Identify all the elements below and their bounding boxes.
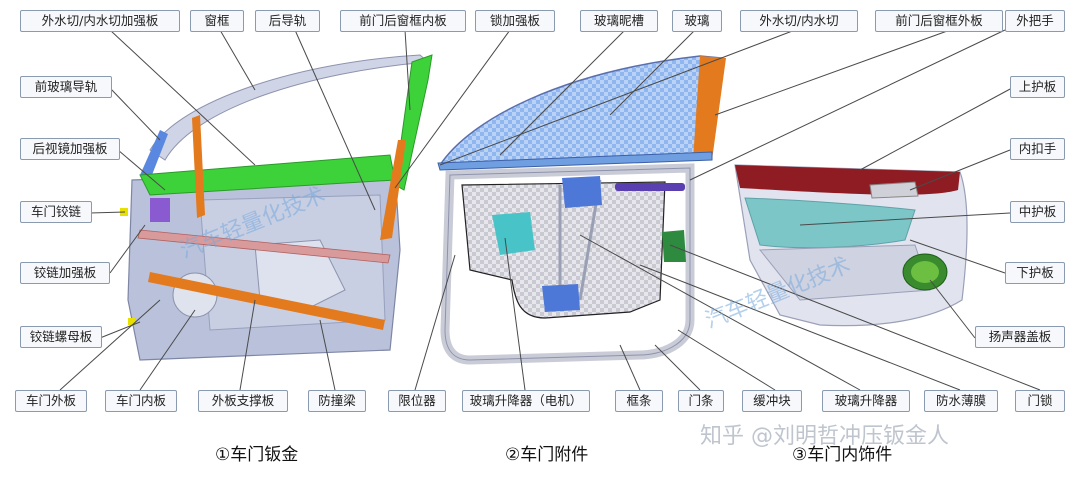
label-upper-trim: 上护板 xyxy=(1010,76,1065,98)
author-watermark: 知乎 @刘明哲冲压钣金人 xyxy=(700,424,949,449)
label-anti-collision-beam: 防撞梁 xyxy=(308,390,366,412)
label-lock-reinforcement: 锁加强板 xyxy=(475,10,555,32)
label-inner-handle: 内扣手 xyxy=(1010,138,1065,160)
label-door-lock: 门锁 xyxy=(1015,390,1065,412)
door-accessories-illustration xyxy=(437,55,726,365)
label-door-outer-panel: 车门外板 xyxy=(15,390,87,412)
label-outer-handle: 外把手 xyxy=(1005,10,1065,32)
label-middle-trim: 中护板 xyxy=(1010,201,1065,223)
label-window-regulator: 玻璃升降器 xyxy=(822,390,910,412)
label-front-door-rear-frame-outer: 前门后窗框外板 xyxy=(875,10,1003,32)
label-glass: 玻璃 xyxy=(672,10,722,32)
label-window-frame: 窗框 xyxy=(190,10,244,32)
label-door-check: 限位器 xyxy=(388,390,446,412)
caption-sheet-metal: ①车门钣金 xyxy=(215,445,299,465)
door-interior-trim-illustration xyxy=(734,164,968,327)
caption-interior-trim: ③车门内饰件 xyxy=(792,445,893,465)
label-rear-guide-rail: 后导轨 xyxy=(255,10,320,32)
label-hinge-reinforcement: 铰链加强板 xyxy=(20,262,110,284)
caption-accessories: ②车门附件 xyxy=(505,445,589,465)
label-outer-inner-belt-reinforcement: 外水切/内水切加强板 xyxy=(20,10,180,32)
label-door-inner-panel: 车门内板 xyxy=(105,390,177,412)
label-outer-inner-belt: 外水切/内水切 xyxy=(740,10,858,32)
label-window-regulator-motor: 玻璃升降器（电机） xyxy=(462,390,590,412)
door-sheet-metal-illustration xyxy=(120,54,433,361)
label-glass-run-channel: 玻璃昵槽 xyxy=(580,10,658,32)
label-front-glass-guide: 前玻璃导轨 xyxy=(20,76,112,98)
label-outer-panel-support: 外板支撑板 xyxy=(198,390,288,412)
leader-lines xyxy=(59,29,1041,391)
label-speaker-cover: 扬声器盖板 xyxy=(975,326,1065,348)
label-door-hinge: 车门铰链 xyxy=(20,201,92,223)
label-bumper-block: 缓冲块 xyxy=(742,390,802,412)
label-front-door-rear-frame-inner: 前门后窗框内板 xyxy=(340,10,466,32)
label-mirror-reinforcement: 后视镜加强板 xyxy=(20,138,120,160)
label-door-strip: 门条 xyxy=(678,390,724,412)
label-frame-strip: 框条 xyxy=(615,390,663,412)
label-waterproof-film: 防水薄膜 xyxy=(924,390,998,412)
label-hinge-nut-plate: 铰链螺母板 xyxy=(20,326,102,348)
label-lower-trim: 下护板 xyxy=(1005,262,1065,284)
